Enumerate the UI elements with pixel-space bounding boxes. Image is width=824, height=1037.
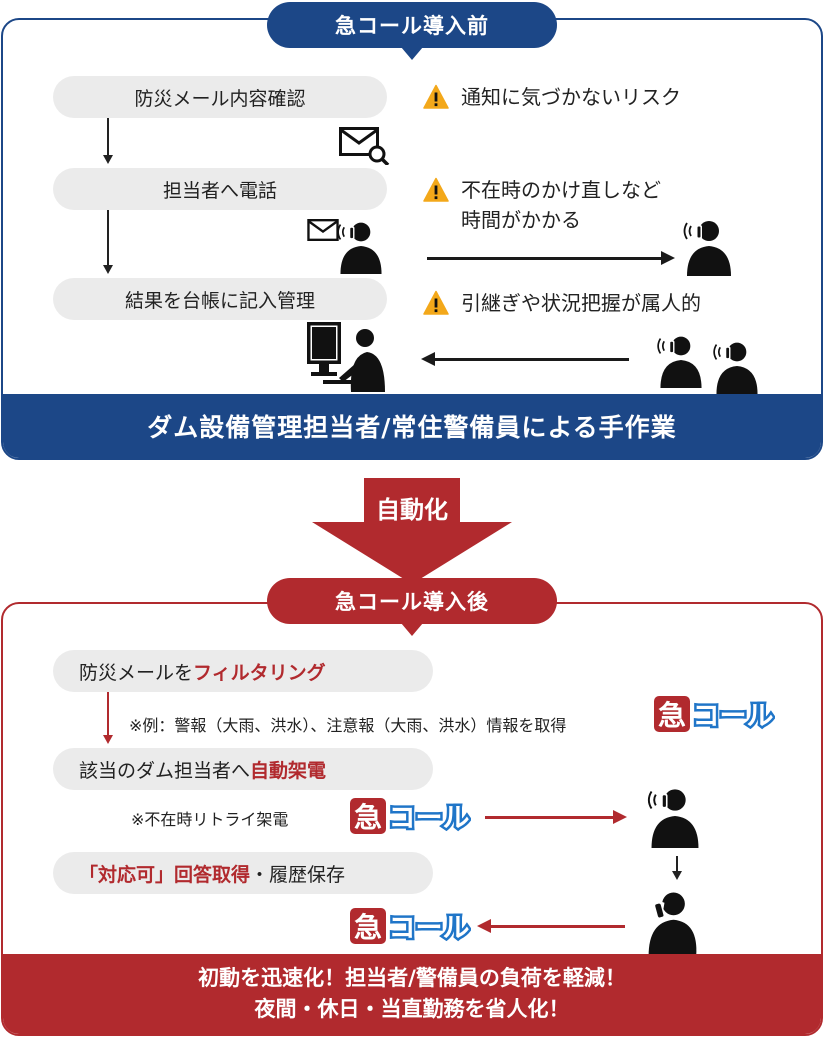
risk-text: 不在時のかけ直しなど 時間がかかる [461,178,661,232]
kyu-call-logo: 急 コール [653,694,776,735]
after-call-arrow [485,810,627,824]
svg-text:コール: コール [389,913,470,944]
computer-worker-icon [307,322,385,392]
before-step-phone-call: 担当者へ電話 [53,168,387,210]
risk-text: 引継ぎや状況把握が属人的 [461,291,701,315]
after-step-filtering: 防災メールをフィルタリング [53,650,433,692]
svg-text:コール: コール [693,701,774,732]
before-flow-arrow-2 [103,210,113,274]
mail-search-icon [339,127,390,165]
warning-icon [423,84,449,110]
before-risk-time: 不在時のかけ直しなど 時間がかかる [423,175,661,235]
before-step-mail-check: 防災メール内容確認 [53,76,387,118]
after-panel: 防災メールをフィルタリング ※例：警報（大雨、洪水）、注意報（大雨、洪水）情報を… [1,602,823,1036]
after-flow-arrow [103,692,113,744]
person-phone-icon [653,332,709,388]
svg-text:急: 急 [354,801,382,834]
before-step-ledger-record: 結果を台帳に記入管理 [53,278,387,320]
before-risk-notification: 通知に気づかないリスク [423,82,681,112]
person-phone-icon [709,338,765,394]
before-panel: 防災メール内容確認 担当者へ電話 結果を台帳に記入管理 通知に気づかないリスク … [1,18,823,460]
after-step-auto-call: 該当のダム担当者へ自動架電 [53,748,433,790]
automation-arrow [312,478,512,584]
before-risk-personal: 引継ぎや状況把握が属人的 [423,288,701,318]
response-down-arrow [672,856,682,880]
before-flow-arrow-1 [103,118,113,164]
person-phone-icon [333,218,389,274]
svg-text:コール: コール [389,803,470,834]
before-return-arrow [421,352,629,366]
after-header: 急コール導入後 [267,578,557,624]
before-call-arrow [427,251,675,265]
risk-text: 通知に気づかないリスク [461,85,681,109]
warning-icon [423,290,449,316]
kyu-call-logo: 急 コール [349,906,472,947]
warning-icon [423,177,449,203]
after-step-response: 「対応可」回答取得・履歴保存 [53,852,433,894]
retry-note: ※不在時リトライ架電 [131,810,289,829]
automation-label: 自動化 [376,496,448,524]
before-header: 急コール導入前 [267,2,557,48]
svg-text:急: 急 [658,699,686,732]
kyu-call-logo: 急 コール [349,796,472,837]
after-summary-banner: 初動を迅速化！担当者/警備員の負荷を軽減！ 夜間・休日・当直勤務を省人化！ [3,954,821,1034]
after-return-arrow [477,919,625,933]
person-response-icon [635,888,703,956]
person-phone-icon [643,784,707,848]
before-summary-banner: ダム設備管理担当者/常住警備員による手作業 [3,394,821,458]
person-phone-icon [679,216,739,276]
filtering-note: ※例：警報（大雨、洪水）、注意報（大雨、洪水）情報を取得 [129,716,567,735]
svg-text:急: 急 [354,911,382,944]
